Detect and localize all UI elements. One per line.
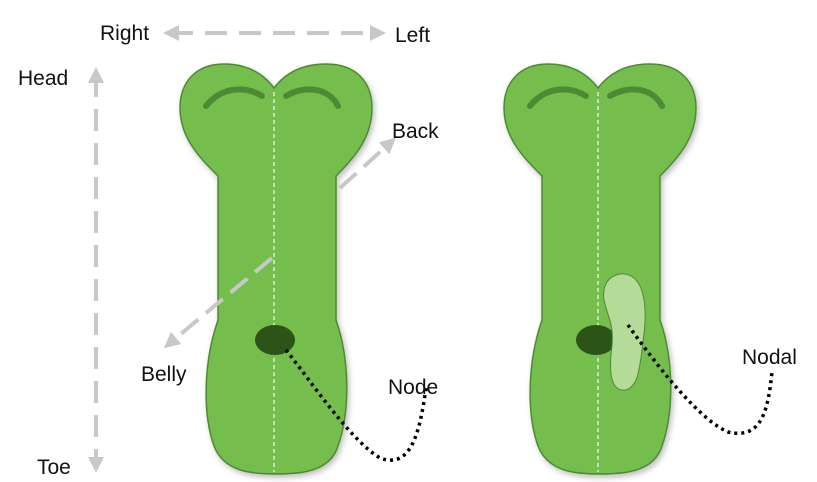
embryo-right-head-fold-right: [527, 86, 589, 109]
node-label: Node: [388, 376, 438, 399]
toe-label: Toe: [37, 456, 71, 479]
nodal-label: Nodal: [742, 346, 797, 369]
back-label: Back: [392, 120, 439, 143]
head-label: Head: [18, 67, 68, 90]
embryo-left-head-fold-right: [203, 86, 265, 109]
belly-axis-arrow: [163, 256, 274, 349]
embryo-right-body: [503, 63, 697, 475]
node-spot: [255, 325, 295, 355]
right-label: Right: [100, 22, 149, 45]
nodal-expression-region: [603, 273, 646, 391]
left-label: Left: [395, 24, 430, 47]
embryo-left-body: [179, 63, 373, 475]
embryo-right: [503, 63, 697, 475]
embryo-left-head-fold-left: [283, 86, 341, 109]
back-axis-arrow: [338, 137, 396, 190]
embryo-left: [179, 63, 373, 475]
embryo-right-head-fold-left: [607, 86, 665, 109]
nodal-connector-line: [626, 323, 774, 436]
node-spot-right: [576, 325, 616, 355]
belly-label: Belly: [141, 363, 187, 386]
